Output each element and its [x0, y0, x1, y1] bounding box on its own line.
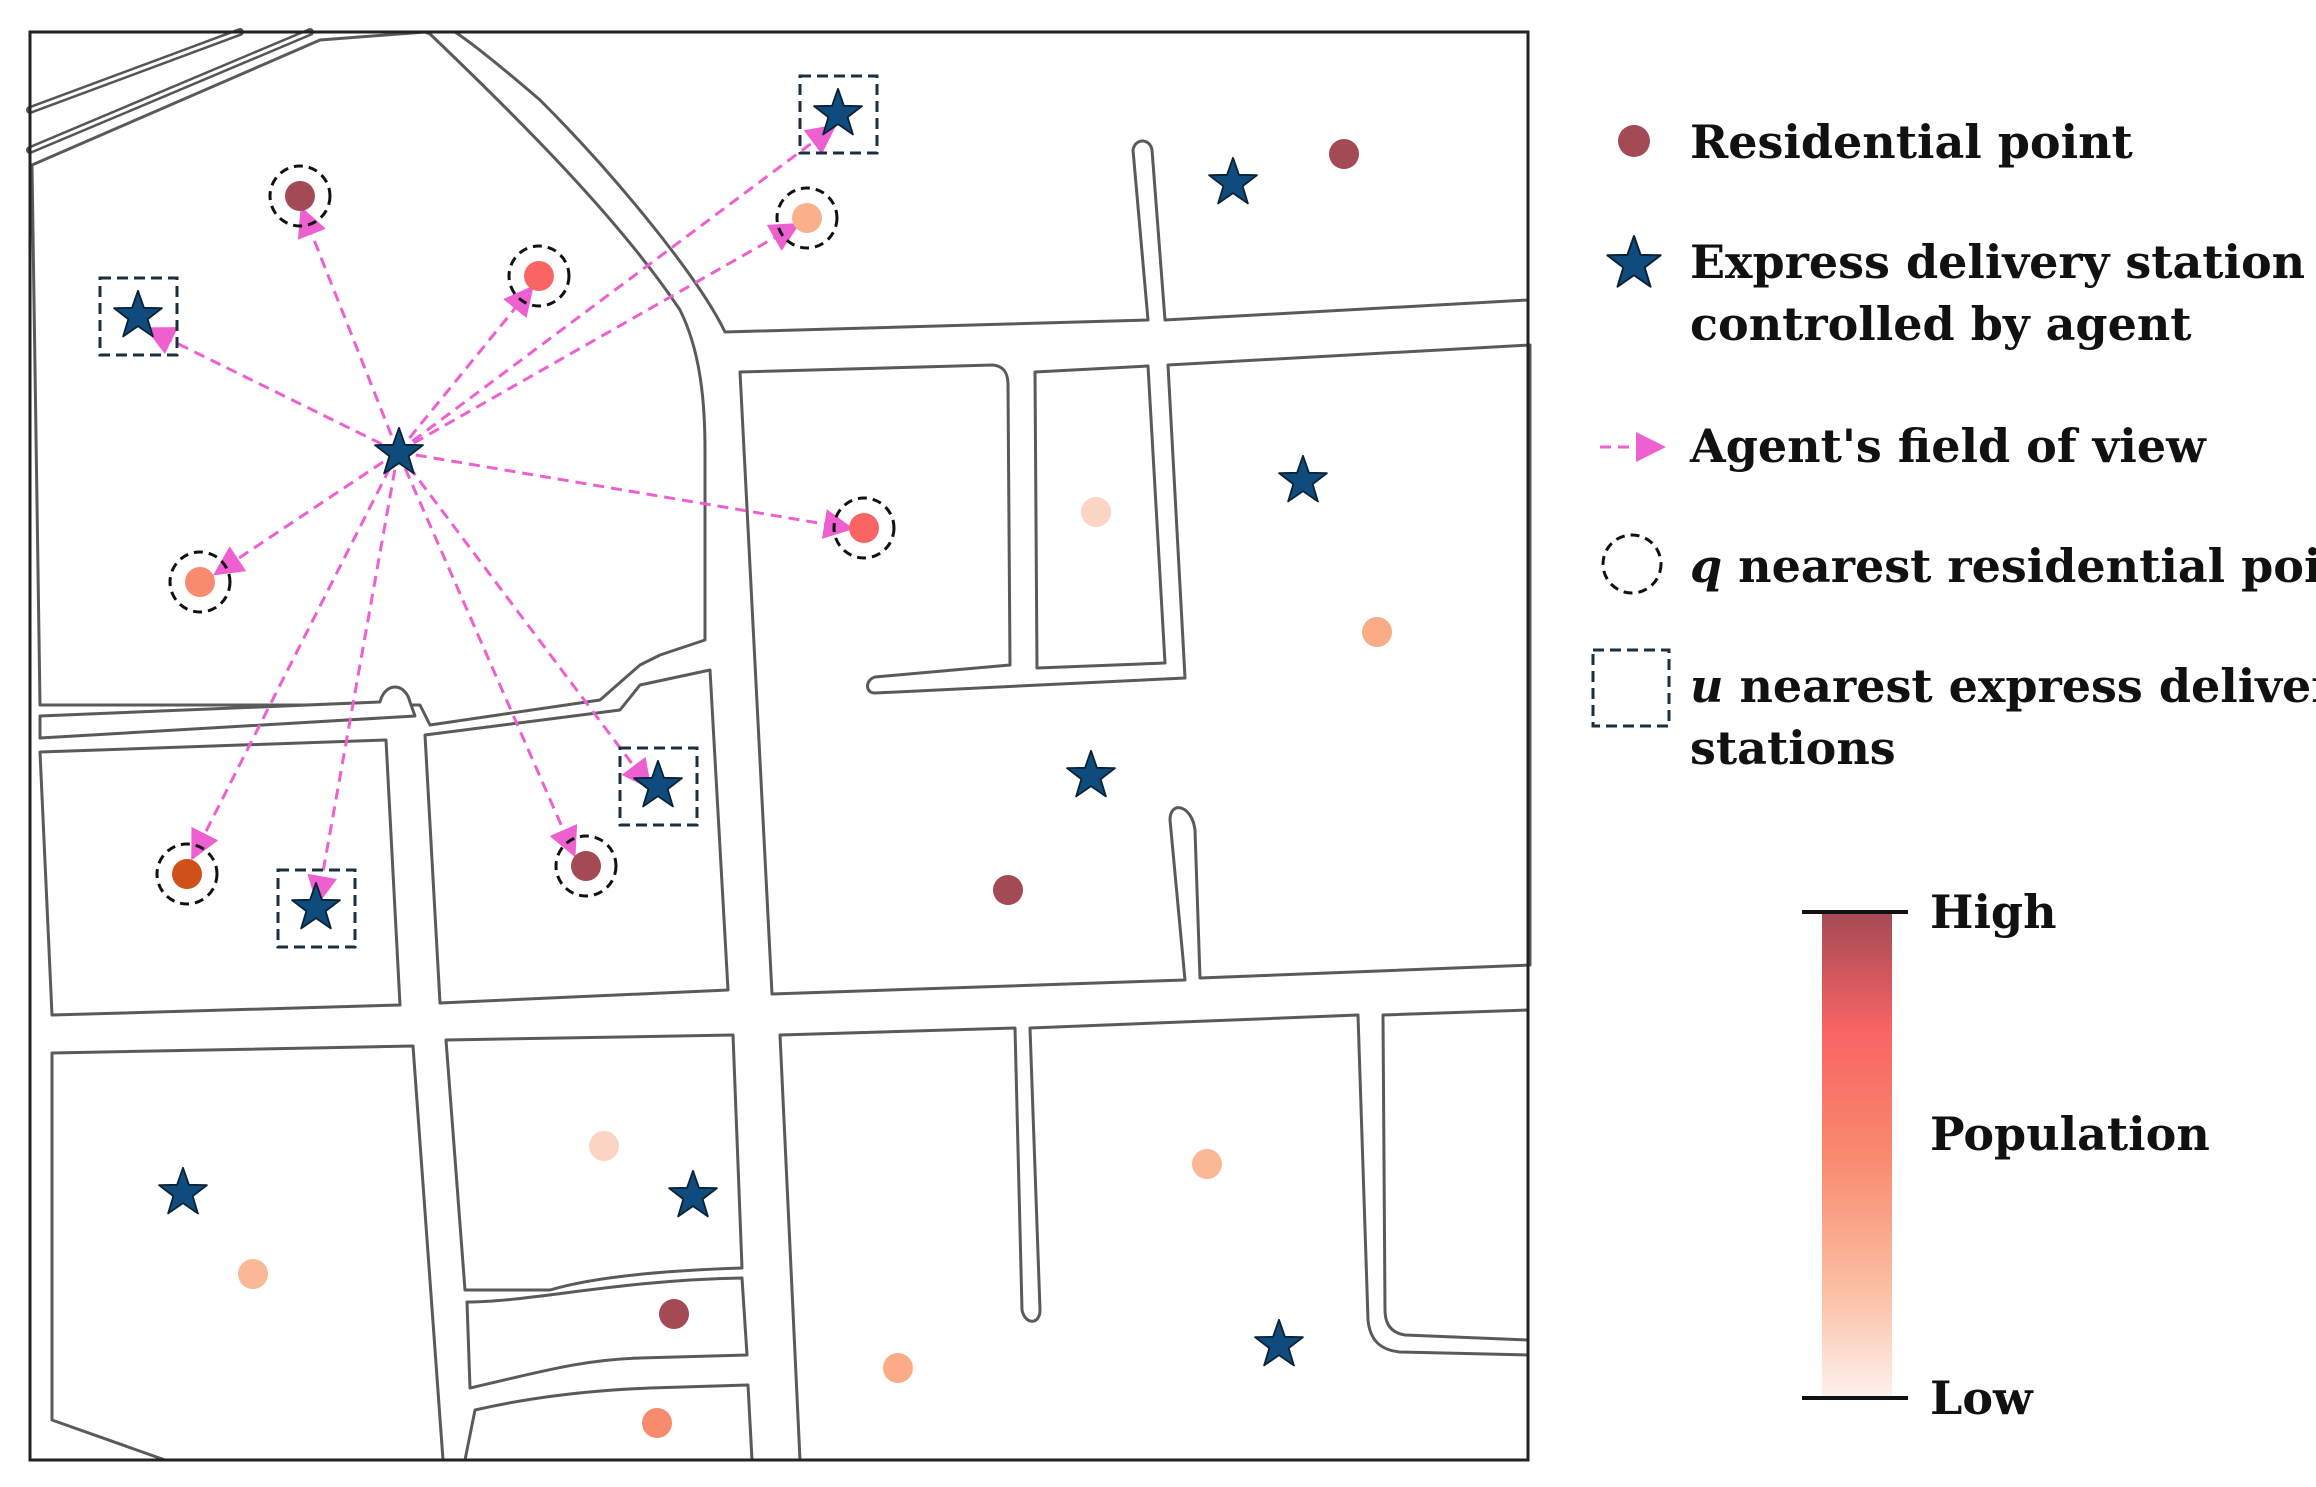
q-ring: [155, 842, 219, 906]
u-box: [618, 746, 699, 827]
residential-point: [883, 1353, 913, 1383]
population-color-scale: High Population Low: [1802, 885, 2210, 1425]
block-north-center: [453, 30, 1530, 334]
q-ring: [507, 244, 571, 308]
residential-point: [285, 181, 315, 211]
legend-u-nearest-box-icon: [1591, 648, 1671, 728]
map-frame: [28, 30, 1530, 1462]
color-scale-high-label: High: [1930, 885, 2057, 939]
block-strip-west: [38, 685, 417, 740]
residential-point: [524, 261, 554, 291]
u-box: [798, 74, 879, 155]
residential-point: [1362, 617, 1392, 647]
legend-station-label-line1: Express delivery station: [1690, 235, 2305, 289]
q-ring: [775, 186, 839, 250]
view-arrow-to-point-sw: [191, 451, 400, 861]
legend-q-nearest-label: q nearest residential points: [1690, 539, 2316, 593]
residential-point: [571, 851, 601, 881]
block-southeast: [778, 1013, 1530, 1462]
residential-point: [993, 875, 1023, 905]
legend-residential-point-label: Residential point: [1690, 115, 2134, 169]
residential-point: [1192, 1149, 1222, 1179]
q-ring: [268, 164, 332, 228]
legend-u-nearest-label-line2: stations: [1690, 721, 1896, 775]
legend-u-symbol: u: [1690, 659, 1723, 713]
residential-point: [185, 567, 215, 597]
q-ring: [168, 550, 232, 614]
legend-station-star-icon: [1606, 235, 1662, 288]
block-south-center-bottom: [463, 1383, 754, 1462]
city-map: [26, 28, 1532, 1462]
view-arrow-to-station-ne: [397, 124, 837, 454]
residential-point: [1329, 139, 1359, 169]
legend-field-of-view-label: Agent's field of view: [1689, 419, 2207, 473]
q-ring: [554, 834, 618, 898]
legend-u-text-line1: nearest express delivery: [1723, 659, 2316, 713]
residential-points: [172, 139, 1392, 1438]
u-nearest-markers: [98, 74, 879, 949]
legend-q-symbol: q: [1690, 539, 1722, 593]
color-scale-mid-label: Population: [1930, 1107, 2210, 1161]
block-south-center-top: [444, 1033, 744, 1292]
residential-point: [642, 1408, 672, 1438]
color-scale-bar: [1822, 912, 1892, 1400]
u-box: [276, 868, 357, 949]
road-network: [26, 28, 1532, 1462]
residential-point: [659, 1299, 689, 1329]
view-arrow-to-station-nw: [144, 327, 399, 454]
view-arrow-to-station-s: [307, 451, 400, 906]
view-arrow-to-point-ne: [397, 223, 801, 454]
legend-residential-point-icon: [1618, 125, 1650, 157]
block-southwest: [50, 1044, 445, 1462]
block-center: [738, 343, 1532, 996]
legend-q-nearest-ring-icon: [1601, 533, 1663, 595]
residential-point: [792, 203, 822, 233]
agent-field-of-view: [144, 124, 854, 906]
residential-point: [589, 1131, 619, 1161]
q-ring: [832, 496, 896, 560]
residential-point: [1081, 497, 1111, 527]
legend: Residential point Express delivery stati…: [1591, 115, 2316, 775]
legend-q-text: nearest residential points: [1722, 539, 2316, 593]
view-arrow-to-point-s1: [396, 451, 578, 858]
legend-station-label-line2: controlled by agent: [1690, 297, 2192, 351]
view-arrow-to-point-e: [397, 450, 854, 539]
color-scale-low-label: Low: [1930, 1371, 2034, 1425]
u-box: [98, 276, 179, 357]
view-arrow-to-point-n1: [297, 206, 400, 453]
residential-point: [849, 513, 879, 543]
residential-point: [238, 1259, 268, 1289]
q-nearest-markers: [155, 164, 896, 906]
view-arrow-to-point-w: [213, 450, 399, 576]
block-west-middle: [38, 738, 402, 1017]
block-east-south: [1381, 1008, 1530, 1342]
residential-point: [172, 859, 202, 889]
view-arrow-to-station-se: [396, 451, 652, 790]
legend-u-nearest-label-line1: u nearest express delivery: [1690, 659, 2316, 713]
